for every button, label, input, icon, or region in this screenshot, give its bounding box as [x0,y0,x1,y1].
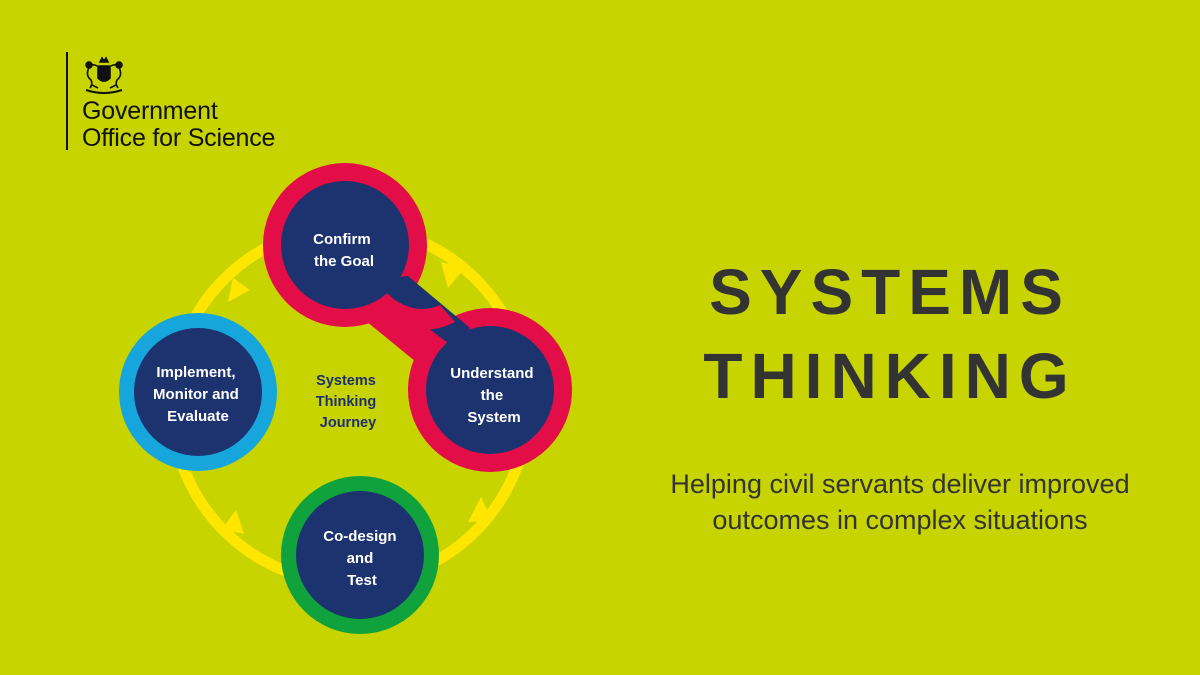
tagline: Helping civil servants deliver improved … [610,466,1190,538]
node-implement-monitor-evaluate: Implement, Monitor and Evaluate [153,364,243,425]
systems-thinking-journey-diagram: Confirm the Goal Understand the System C… [119,163,572,634]
logo-text: Government Office for Science [82,98,275,152]
codesign-core [296,491,424,619]
node-co-design-and-test: Co-design and Test [323,528,401,589]
implement-core [134,328,262,456]
center-label: Systems Thinking Journey [316,373,380,431]
band-crossing [382,300,455,330]
arrow-icon [441,262,465,288]
logo-divider [66,52,68,150]
gos-logo: Government Office for Science [66,52,326,152]
page-title: SYSTEMS THINKING [610,250,1170,418]
logo-line-1: Government [82,97,218,125]
node-confirm-the-goal: Confirm the Goal [313,231,375,270]
tagline-line-1: Helping civil servants deliver improved [670,469,1130,499]
arrow-icon [468,497,492,522]
tagline-line-2: outcomes in complex situations [712,505,1088,535]
title-line-1: SYSTEMS [709,256,1071,328]
logo-line-2: Office for Science [82,124,276,152]
royal-coat-of-arms-icon [85,56,123,94]
arrow-icon [228,278,250,302]
cycle-arrows [222,262,492,534]
title-line-2: THINKING [703,340,1077,412]
arrow-icon [222,510,244,534]
node-understand-the-system: Understand the System [450,365,538,426]
